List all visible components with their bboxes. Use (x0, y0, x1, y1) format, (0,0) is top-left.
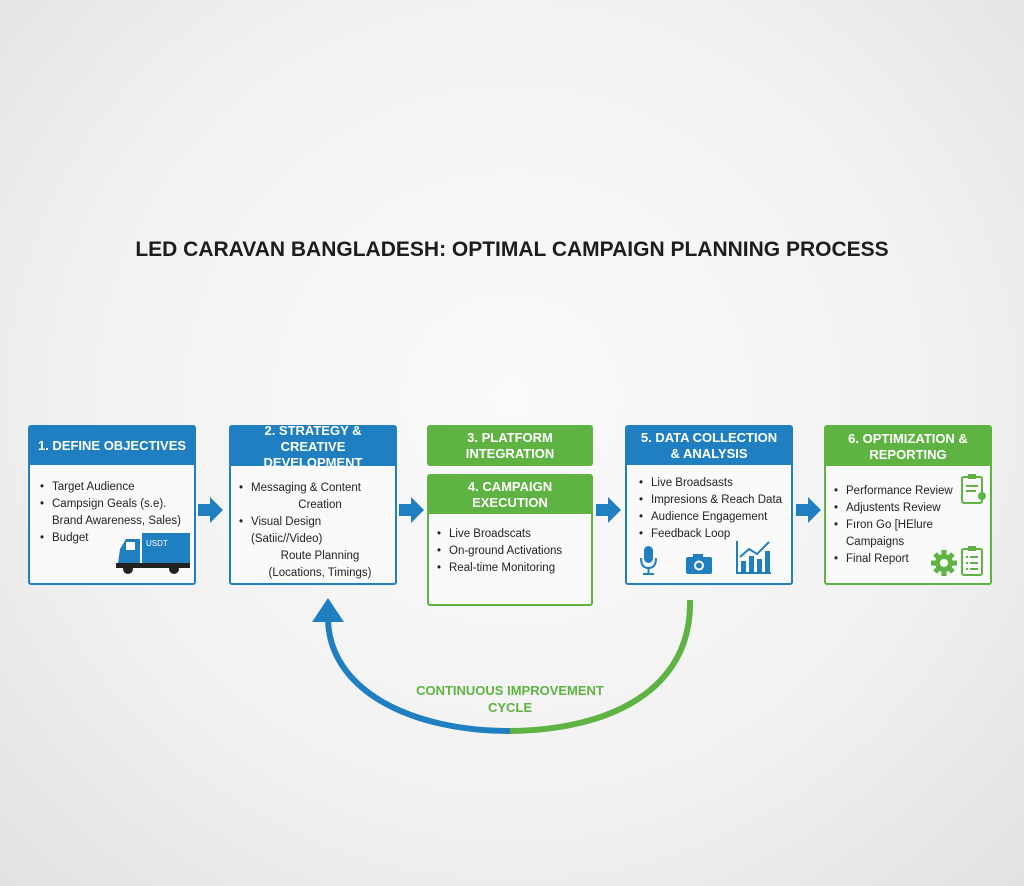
list-item: Brand Awareness, Sales) (52, 515, 181, 527)
list-item: Audience Engagement (639, 509, 791, 526)
step-1-header: 1. DEFINE OBJECTIVES (30, 427, 194, 465)
cycle-label-line: CONTINUOUS IMPROVEMENT (416, 683, 604, 698)
step-5-card: 5. DATA COLLECTION & ANALYSIS Live Broad… (625, 425, 793, 585)
list-item: Fıron Go [HElure Campaigns (834, 517, 990, 551)
list-item: Real-time Monitoring (437, 560, 591, 577)
step-5-header: 5. DATA COLLECTION & ANALYSIS (627, 427, 791, 465)
step-1-card: 1. DEFINE OBJECTIVES Target Audience Cam… (28, 425, 196, 585)
step-title: 5. DATA COLLECTION (640, 430, 778, 445)
cycle-arc-green (509, 599, 694, 734)
list-item: Feedback Loop (639, 526, 791, 543)
step-5-list: Live Broadsasts Impresions & Reach Data … (639, 475, 791, 543)
checklist-icon (961, 546, 983, 576)
step-title: 1. DEFINE OBJECTIVES (37, 438, 187, 453)
list-item: (Locations, Timings) (268, 567, 372, 579)
list-item: Creation (298, 499, 342, 511)
step-3-header: 3. PLATFORM INTEGRATION (429, 427, 591, 464)
list-item: Live Broadscats (437, 526, 591, 543)
list-item: Adjustents Review (834, 500, 990, 517)
step-6-card: 6. OPTIMIZATION & REPORTING Performance … (824, 425, 992, 585)
arrow-5-6 (796, 497, 821, 523)
step-title: 2. STRATEGY & CREATIVE (264, 422, 362, 454)
list-item: Campsign Geals (s.e). (40, 496, 194, 513)
arrow-1-2 (198, 497, 223, 523)
list-item: Final Report (834, 551, 990, 568)
cycle-label-line: CYCLE (487, 700, 533, 715)
list-item: Budget (40, 530, 194, 547)
list-item: Messaging & Content (239, 480, 389, 497)
gear-icon (931, 550, 957, 576)
list-item: Performance Review (834, 483, 990, 500)
step-1-list: Target Audience Campsign Geals (s.e). Br… (40, 479, 194, 547)
clipboard-icon (961, 474, 986, 504)
chart-icon (736, 541, 771, 574)
cycle-arrowhead (312, 598, 344, 622)
step-4-list: Live Broadscats On-ground Activations Re… (437, 526, 591, 577)
truck-label: USDT (146, 539, 168, 548)
page-title: LED CARAVAN BANGLADESH: OPTIMAL CAMPAIGN… (135, 238, 889, 261)
step-title: INTEGRATION (465, 445, 555, 461)
list-item: Route Planning (280, 550, 360, 562)
step-6-header: 6. OPTIMIZATION & REPORTING (826, 427, 990, 466)
step-6-list: Performance Review Adjustents Review Fır… (834, 483, 990, 568)
step-title: 6. OPTIMIZATION & (848, 430, 968, 446)
step-title: & ANALYSIS (670, 446, 748, 461)
step-title: 4. CAMPAIGN (467, 479, 553, 494)
camera-icon (686, 554, 712, 574)
list-item: Target Audience (40, 479, 194, 496)
list-item: Impresions & Reach Data (639, 492, 791, 509)
step-3-card: 3. PLATFORM INTEGRATION (427, 425, 593, 466)
step-2-list: Messaging & Content Creation Visual Desi… (239, 480, 389, 582)
cycle-label: CONTINUOUS IMPROVEMENT CYCLE (380, 682, 640, 716)
step-4-card: 4. CAMPAIGN EXECUTION Live Broadscats On… (427, 474, 593, 606)
step-2-header: 2. STRATEGY & CREATIVE DEVELOPMENT (231, 423, 395, 470)
arrow-4-5 (596, 497, 621, 523)
cycle-arc-blue (325, 619, 511, 734)
list-item: Visual Design (Satiic//Video) (239, 514, 389, 548)
list-item: Live Broadsasts (639, 475, 791, 492)
step-title: DEVELOPMENT (263, 454, 363, 470)
step-title: REPORTING (869, 446, 947, 462)
list-item: On-ground Activations (437, 543, 591, 560)
step-4-header: 4. CAMPAIGN EXECUTION (429, 476, 591, 514)
step-title: EXECUTION (472, 495, 548, 510)
microphone-icon (640, 546, 657, 575)
arrow-2-3 (399, 497, 424, 523)
truck-icon: USDT (116, 533, 190, 574)
step-title: 3. PLATFORM (467, 429, 553, 445)
step-2-card: 2. STRATEGY & CREATIVE DEVELOPMENT Messa… (229, 423, 397, 585)
